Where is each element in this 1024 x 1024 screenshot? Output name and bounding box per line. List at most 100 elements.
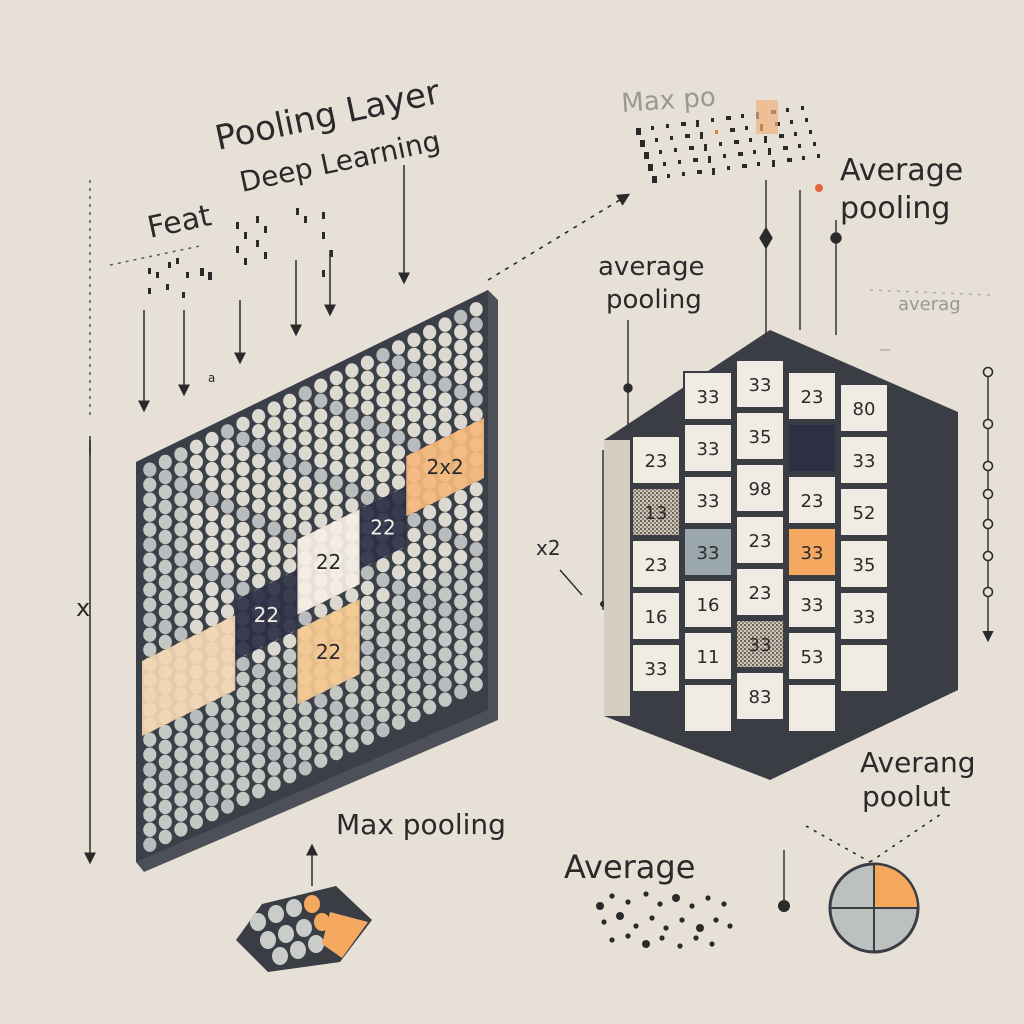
input-dot: [267, 566, 281, 581]
input-dot: [267, 656, 281, 671]
input-dot: [189, 724, 203, 739]
output-cell: [631, 487, 681, 537]
input-dot: [220, 529, 235, 544]
input-dot: [376, 362, 390, 378]
average-dot: [616, 912, 624, 920]
input-dot: [205, 491, 219, 507]
input-dot: [391, 715, 406, 730]
input-dot: [423, 550, 437, 565]
input-dot: [454, 354, 468, 370]
input-dot: [345, 483, 359, 498]
input-dot: [391, 595, 406, 610]
output-cell-value: 33: [801, 543, 824, 564]
input-dot: [205, 596, 219, 612]
input-dot: [469, 617, 483, 632]
input-dot: [267, 716, 281, 731]
output-cell-value: 80: [853, 399, 876, 420]
pie-slice-orange: [873, 862, 920, 909]
input-dot: [407, 602, 421, 618]
averag-faint-label: averag: [898, 294, 961, 315]
output-cell-value: 53: [801, 647, 824, 668]
average-pie-chart: [828, 862, 920, 954]
input-dot: [407, 557, 421, 573]
input-dot: [329, 685, 343, 701]
input-dot: [189, 739, 203, 754]
input-dot: [267, 671, 281, 686]
input-dot: [391, 685, 406, 700]
input-dot: [143, 492, 157, 507]
output-cell-value: 33: [853, 451, 876, 472]
input-dot: [407, 677, 421, 693]
input-dot: [283, 663, 297, 679]
input-dot: [376, 677, 390, 693]
input-dot: [158, 589, 172, 605]
output-cell-value: 23: [645, 451, 668, 472]
max-pool-top-label: Max po: [620, 82, 716, 119]
right-axis-dot: [982, 518, 994, 530]
grid-highlight-label: 22: [254, 603, 279, 627]
input-dot: [438, 422, 452, 437]
input-dot: [376, 662, 390, 678]
input-dot: [205, 611, 219, 627]
input-dot: [298, 446, 312, 461]
input-dot: [391, 580, 406, 595]
orange-dot-marker: [815, 184, 823, 192]
input-dot: [391, 640, 406, 655]
output-cell-value: 16: [697, 595, 720, 616]
input-dot: [360, 580, 374, 595]
input-dot: [376, 407, 390, 423]
input-dot: [407, 332, 421, 348]
top-dot: [753, 150, 756, 154]
top-dot: [787, 158, 792, 162]
input-dot: [283, 513, 297, 529]
input-dot: [438, 392, 452, 407]
input-dot: [360, 415, 374, 430]
top-dot: [764, 136, 767, 143]
input-dot: [469, 392, 483, 407]
input-dot: [454, 684, 468, 700]
average-dot: [689, 903, 695, 909]
input-dot: [438, 677, 452, 692]
input-dot: [454, 624, 468, 640]
input-dot: [314, 468, 328, 483]
input-dot: [391, 610, 406, 625]
input-dot: [469, 572, 483, 587]
input-dot: [143, 762, 157, 777]
pie-dashes-2: [869, 811, 945, 863]
top-dot: [730, 128, 735, 132]
input-dot: [360, 670, 374, 685]
input-dot: [329, 385, 343, 401]
input-dot: [158, 784, 172, 800]
input-dot: [283, 768, 297, 784]
input-dot: [143, 462, 157, 477]
blob-dot: [260, 931, 276, 949]
input-dot: [454, 564, 468, 580]
input-dot: [376, 482, 390, 498]
input-dot: [220, 694, 235, 709]
input-dot: [220, 499, 235, 514]
input-dot: [469, 542, 483, 557]
input-dot: [314, 498, 328, 513]
average-dot: [609, 893, 615, 899]
input-dot: [469, 677, 483, 692]
input-dot: [469, 662, 483, 677]
top-dot: [745, 126, 748, 130]
max-pool-top-dots: [636, 100, 820, 183]
input-dot: [423, 580, 437, 595]
input-dot: [391, 670, 406, 685]
average-dot: [642, 940, 650, 948]
input-dot: [360, 565, 374, 580]
output-cell: [787, 579, 837, 629]
input-dot: [329, 490, 343, 506]
input-dot: [407, 392, 421, 408]
input-dot: [158, 484, 172, 500]
input-dot: [252, 529, 266, 544]
output-cell: [735, 359, 785, 409]
input-dot: [360, 355, 374, 370]
input-dot: [220, 799, 235, 814]
input-dot: [143, 582, 157, 597]
output-cell-value: 33: [697, 491, 720, 512]
average-dot: [649, 915, 655, 921]
input-dot: [329, 445, 343, 461]
input-dot: [143, 792, 157, 807]
